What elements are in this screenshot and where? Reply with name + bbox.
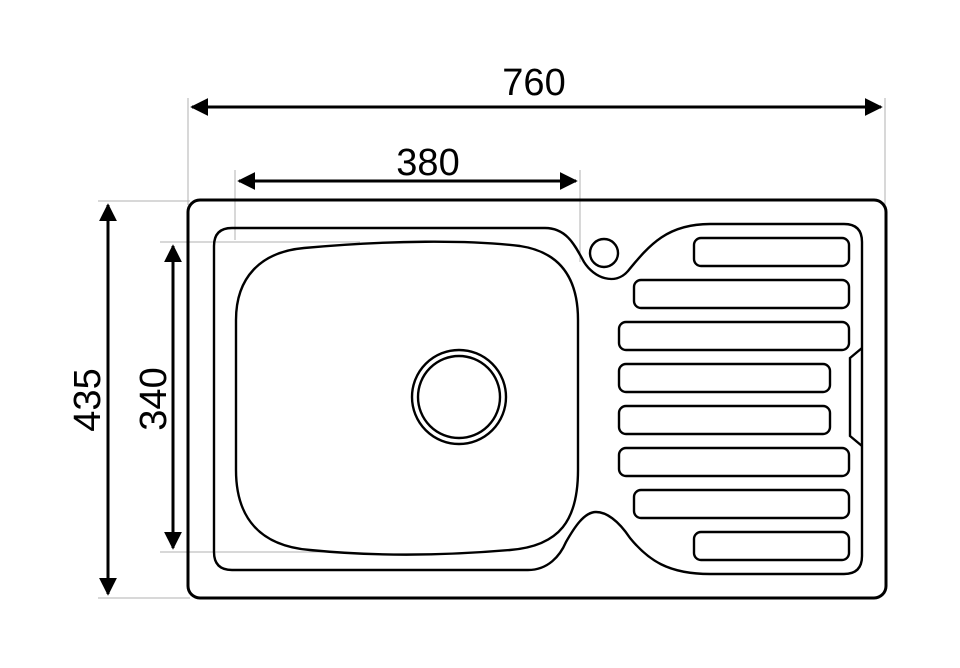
overflow-slot bbox=[848, 347, 863, 447]
drainer-groove bbox=[692, 236, 851, 268]
extension-lines bbox=[98, 98, 886, 599]
dimension-label-380: 380 bbox=[396, 142, 459, 184]
dimension-overall-width: 760 bbox=[190, 62, 883, 116]
drainer-groove bbox=[617, 362, 832, 394]
drainer-grooves bbox=[617, 236, 851, 562]
dimension-overall-depth: 435 bbox=[67, 203, 117, 596]
drainer-groove bbox=[692, 530, 851, 562]
dimension-bowl-depth: 340 bbox=[133, 244, 182, 550]
drainer-groove bbox=[617, 446, 851, 478]
drainer-groove bbox=[617, 320, 851, 352]
drainer-groove bbox=[632, 278, 851, 310]
sink-outer-outline bbox=[186, 198, 888, 600]
sink-bowl bbox=[234, 240, 580, 556]
drainer-groove bbox=[617, 404, 832, 436]
drain bbox=[410, 348, 508, 446]
tap-hole bbox=[588, 237, 620, 269]
dimension-label-435: 435 bbox=[67, 368, 109, 431]
sink-inner-rim bbox=[212, 222, 864, 576]
drainer-groove bbox=[632, 488, 851, 520]
dimension-label-760: 760 bbox=[502, 62, 565, 104]
dimension-bowl-width: 380 bbox=[237, 142, 578, 190]
dimension-label-340: 340 bbox=[133, 367, 175, 430]
